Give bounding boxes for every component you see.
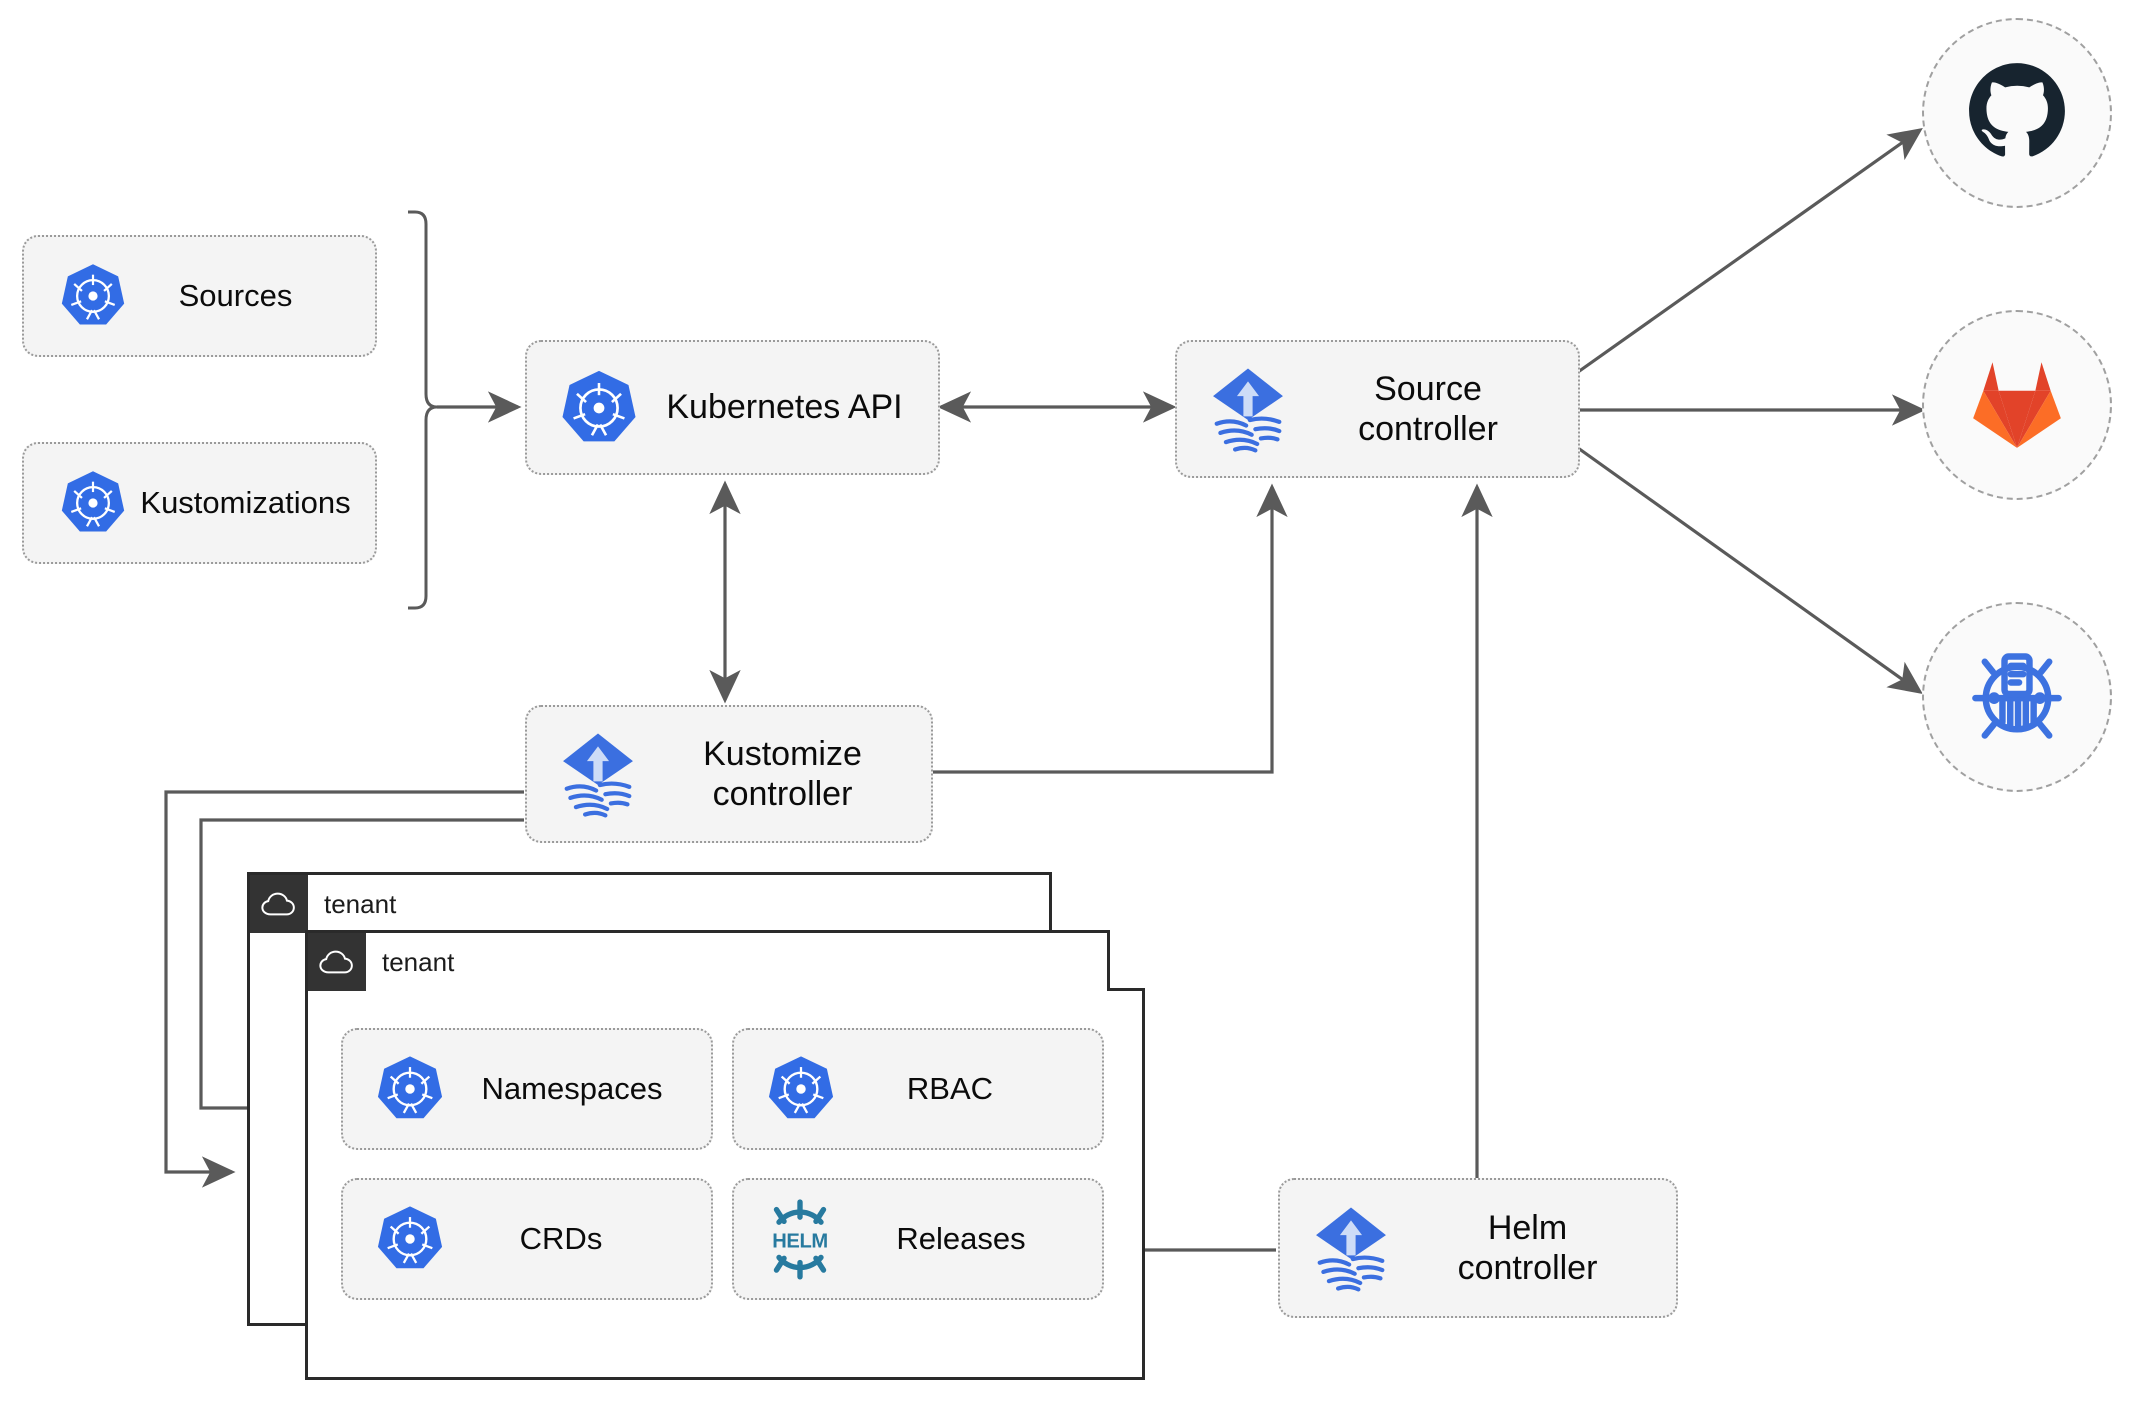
node-source-controller[interactable]: Source controller bbox=[1175, 340, 1580, 478]
provider-registry[interactable] bbox=[1922, 602, 2112, 792]
kubernetes-icon bbox=[50, 261, 136, 331]
flux-icon bbox=[1195, 363, 1300, 455]
kubernetes-icon bbox=[756, 1053, 846, 1125]
github-icon bbox=[1967, 61, 2067, 166]
flux-icon bbox=[545, 728, 650, 820]
kubernetes-icon bbox=[365, 1203, 455, 1275]
cloud-icon bbox=[250, 875, 308, 933]
group-brace bbox=[408, 210, 438, 610]
card-sources[interactable]: Sources bbox=[22, 235, 377, 357]
cloud-icon bbox=[308, 933, 366, 991]
tenant-tab-back[interactable]: tenant bbox=[247, 872, 1052, 933]
kubernetes-icon bbox=[549, 367, 649, 449]
card-namespaces[interactable]: Namespaces bbox=[341, 1028, 713, 1150]
card-crds[interactable]: CRDs bbox=[341, 1178, 713, 1300]
node-helm-controller[interactable]: Helm controller bbox=[1278, 1178, 1678, 1318]
node-kubernetes-api-label: Kubernetes API bbox=[666, 388, 903, 427]
kubernetes-icon bbox=[50, 468, 136, 538]
wire-kustomize-to-source bbox=[930, 483, 1288, 774]
node-helm-controller-label: Helm controller bbox=[1457, 1208, 1598, 1287]
provider-github[interactable] bbox=[1922, 18, 2112, 208]
flux-icon bbox=[1298, 1202, 1403, 1294]
card-kustomizations-label: Kustomizations bbox=[140, 484, 351, 520]
card-rbac-label: RBAC bbox=[906, 1070, 994, 1106]
node-kubernetes-api[interactable]: Kubernetes API bbox=[525, 340, 940, 475]
kubernetes-icon bbox=[365, 1053, 455, 1125]
card-rbac[interactable]: RBAC bbox=[732, 1028, 1104, 1150]
card-sources-label: Sources bbox=[178, 277, 293, 313]
gitlab-icon bbox=[1966, 354, 2068, 457]
tenant-tab-front-label: tenant bbox=[382, 946, 455, 977]
tenant-tab-front[interactable]: tenant bbox=[305, 930, 1110, 991]
helm-icon: HELM bbox=[754, 1197, 846, 1281]
svg-text:HELM: HELM bbox=[772, 1230, 827, 1252]
node-kustomize-controller-label: Kustomize controller bbox=[703, 734, 862, 813]
tenant-tab-back-label: tenant bbox=[324, 888, 397, 919]
card-namespaces-label: Namespaces bbox=[481, 1070, 663, 1106]
node-kustomize-controller[interactable]: Kustomize controller bbox=[525, 705, 933, 843]
wire-source-to-registry bbox=[1577, 446, 1923, 695]
card-crds-label: CRDs bbox=[519, 1220, 603, 1256]
node-source-controller-label: Source controller bbox=[1358, 369, 1498, 448]
card-releases-label: Releases bbox=[896, 1220, 1026, 1256]
helm-repository-icon bbox=[1965, 643, 2069, 752]
wire-source-to-github bbox=[1577, 127, 1923, 374]
card-releases[interactable]: HELM Releases bbox=[732, 1178, 1104, 1300]
provider-gitlab[interactable] bbox=[1922, 310, 2112, 500]
card-kustomizations[interactable]: Kustomizations bbox=[22, 442, 377, 564]
